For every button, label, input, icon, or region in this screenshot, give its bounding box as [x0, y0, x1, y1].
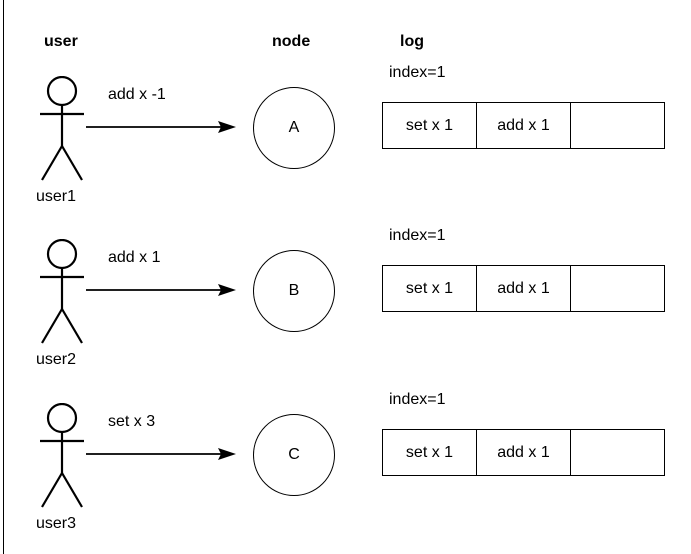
- message-arrow: [84, 275, 240, 299]
- log-cell-empty: [571, 430, 664, 475]
- stick-figure-icon: [30, 239, 126, 359]
- actor-label: user3: [36, 515, 77, 532]
- log-cell: add x 1: [477, 103, 571, 148]
- column-header-log: log: [400, 33, 424, 50]
- actor-label: user2: [36, 351, 77, 368]
- message-arrow: [84, 439, 240, 463]
- column-header-user: user: [44, 33, 78, 50]
- message-arrow-label: add x 1: [108, 249, 161, 266]
- canvas-left-border: [3, 0, 4, 554]
- diagram-row: user3 set x 3 C index=1 set x 1 add x 1: [0, 391, 691, 554]
- message-arrow: [84, 112, 240, 136]
- log-cell: set x 1: [383, 103, 477, 148]
- log-cell: add x 1: [477, 266, 571, 311]
- node-circle: C: [253, 414, 335, 496]
- node-label: B: [288, 282, 300, 299]
- node-circle: B: [253, 250, 335, 332]
- node-circle: A: [253, 87, 335, 169]
- stick-figure-icon: [30, 403, 126, 523]
- stick-figure-icon: [30, 76, 126, 196]
- log-cell-empty: [571, 266, 664, 311]
- log-index-label: index=1: [389, 227, 446, 244]
- log-cell: set x 1: [383, 430, 477, 475]
- message-arrow-label: set x 3: [108, 413, 156, 430]
- log-cell-empty: [571, 103, 664, 148]
- diagram-row: user1 add x -1 A index=1 set x 1 add x 1: [0, 64, 691, 240]
- log-index-label: index=1: [389, 391, 446, 408]
- log-table: set x 1 add x 1: [382, 102, 665, 149]
- node-label: C: [288, 446, 300, 463]
- log-cell: add x 1: [477, 430, 571, 475]
- log-table: set x 1 add x 1: [382, 429, 665, 476]
- actor-label: user1: [36, 188, 77, 205]
- log-cell: set x 1: [383, 266, 477, 311]
- diagram-row: user2 add x 1 B index=1 set x 1 add x 1: [0, 227, 691, 403]
- log-table: set x 1 add x 1: [382, 265, 665, 312]
- column-header-node: node: [272, 33, 311, 50]
- message-arrow-label: add x -1: [108, 86, 166, 103]
- log-index-label: index=1: [389, 64, 446, 81]
- node-label: A: [288, 119, 300, 136]
